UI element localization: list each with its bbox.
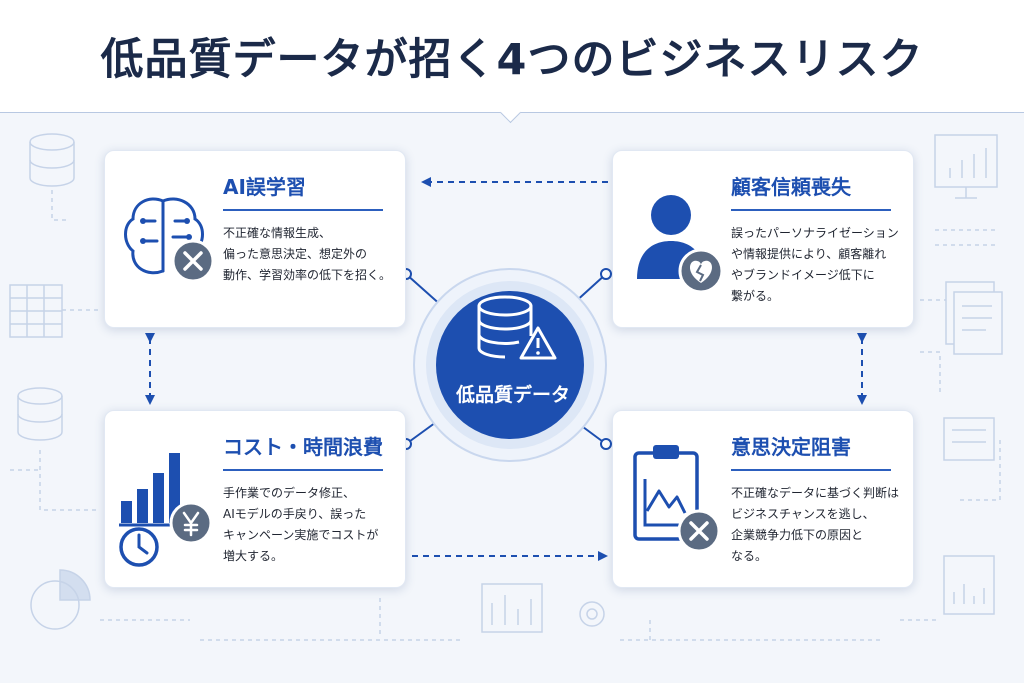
- card-cost-line: 手作業でのデータ修正、: [223, 486, 356, 500]
- card-cost-time-waste: コスト・時間浪費 手作業でのデータ修正、 AIモデルの手戻り、誤った キャンペー…: [104, 410, 406, 588]
- card-cost-description: 手作業でのデータ修正、 AIモデルの手戻り、誤った キャンペーン実施でコストが …: [223, 483, 403, 567]
- bg-gear-icon: [579, 601, 605, 627]
- card-ai-description: 不正確な情報生成、 偏った意思決定、想定外の 動作、学習効率の低下を招く。: [223, 223, 403, 286]
- card-trust-rule: [731, 209, 891, 211]
- card-cost-title: コスト・時間浪費: [223, 435, 383, 459]
- card-cost-line: 増大する。: [223, 549, 284, 563]
- node-dot-trust: [600, 268, 612, 280]
- clipboard-chart-error-icon: [633, 445, 721, 553]
- bg-server-icon: [943, 417, 995, 461]
- card-trust-line: 誤ったパーソナライゼーション: [731, 226, 899, 240]
- card-decision-description: 不正確なデータに基づく判断は ビジネスチャンスを逃し、 企業競争力低下の原因と …: [731, 483, 911, 567]
- card-ai-title: AI誤学習: [223, 175, 306, 199]
- card-decision-title: 意思決定阻害: [731, 435, 851, 459]
- card-decision-line: 不正確なデータに基づく判断は: [731, 486, 900, 500]
- card-ai-line: 不正確な情報生成、: [223, 226, 332, 240]
- bg-bar-chart-icon: [481, 583, 543, 633]
- card-trust-description: 誤ったパーソナライゼーション や情報提供により、顧客離れ やブランドイメージ低下…: [731, 223, 911, 307]
- bg-pie-chart-icon: [30, 569, 91, 630]
- card-trust-line: や情報提供により、顧客離れ: [731, 247, 887, 261]
- center-label: 低品質データ: [455, 384, 570, 406]
- database-warning-icon: [477, 295, 557, 360]
- node-dot-decision: [600, 438, 612, 450]
- card-decision-line: 企業競争力低下の原因と: [731, 528, 864, 542]
- card-trust-title: 顧客信頼喪失: [731, 175, 851, 199]
- user-broken-heart-icon: [637, 195, 724, 294]
- card-trust-line: 繋がる。: [731, 289, 780, 303]
- card-cost-line: キャンペーン実施でコストが: [223, 528, 379, 542]
- bg-database-icon-2: [17, 387, 63, 441]
- bg-monitor-icon: [934, 134, 998, 199]
- card-trust-line: やブランドイメージ低下に: [731, 268, 875, 282]
- card-ai-mislearning: AI誤学習 不正確な情報生成、 偏った意思決定、想定外の 動作、学習効率の低下を…: [104, 150, 406, 328]
- card-ai-rule: [223, 209, 383, 211]
- card-cost-rule: [223, 469, 383, 471]
- bg-database-icon: [29, 133, 75, 187]
- bg-spreadsheet-icon: [9, 284, 63, 338]
- chart-yen-clock-icon: [119, 453, 213, 567]
- card-decision-line: なる。: [731, 549, 768, 563]
- bg-report-icon: [943, 555, 995, 615]
- card-customer-trust-loss: 顧客信頼喪失 誤ったパーソナライゼーション や情報提供により、顧客離れ やブラン…: [612, 150, 914, 328]
- card-decision-rule: [731, 469, 891, 471]
- center-circle: [436, 291, 584, 439]
- card-decision-obstruction: 意思決定阻害 不正確なデータに基づく判断は ビジネスチャンスを逃し、 企業競争力…: [612, 410, 914, 588]
- card-ai-line: 偏った意思決定、想定外の: [223, 247, 368, 261]
- brain-error-icon: [124, 197, 215, 283]
- card-ai-line: 動作、学習効率の低下を招く。: [223, 268, 392, 282]
- header-bar: [0, 0, 1024, 113]
- card-decision-line: ビジネスチャンスを逃し、: [731, 507, 875, 521]
- card-cost-line: AIモデルの手戻り、誤った: [223, 507, 367, 521]
- bg-document-icon: [945, 281, 1003, 355]
- page-title: 低品質データが招く4つのビジネスリスク: [100, 35, 924, 85]
